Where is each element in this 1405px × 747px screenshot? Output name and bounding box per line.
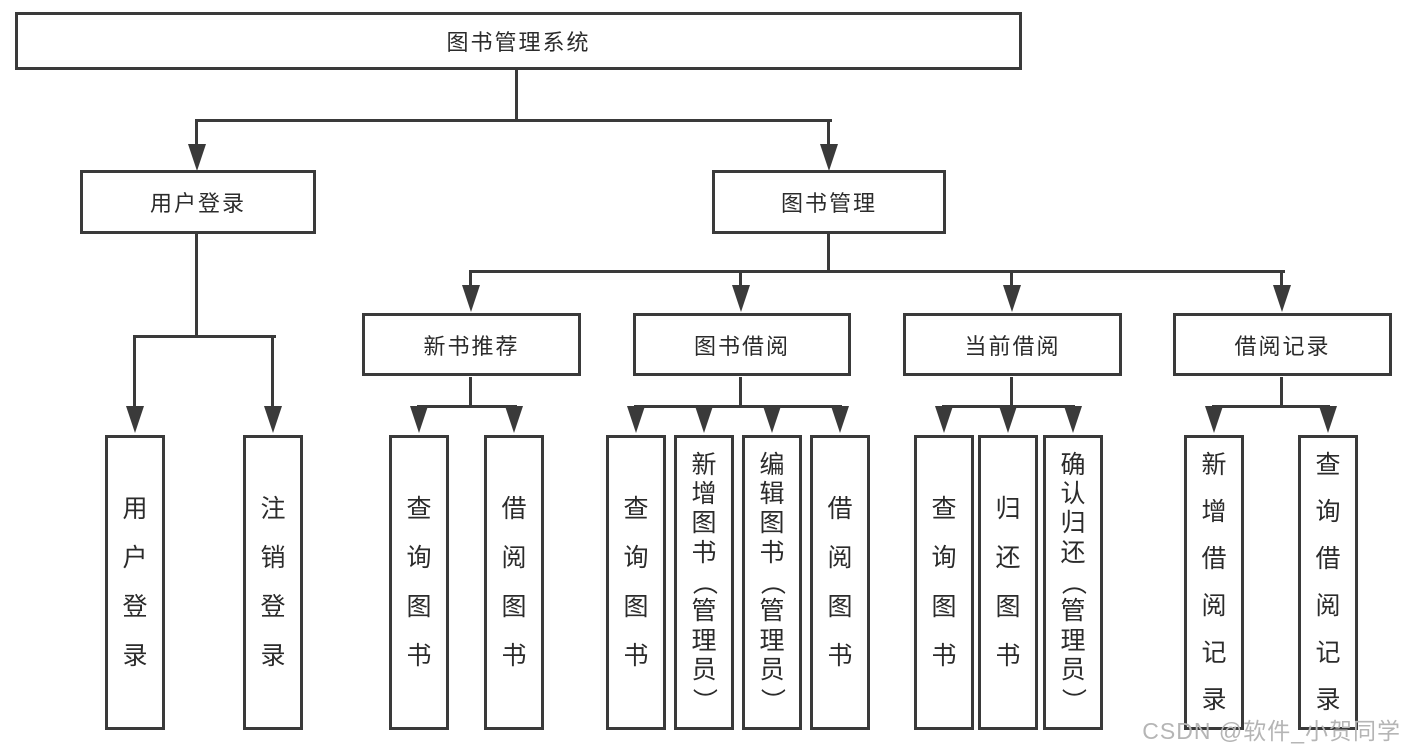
leaf-node-user-login: 用户登录 bbox=[105, 435, 165, 730]
arrowhead-down-icon bbox=[695, 406, 713, 433]
connector-line bbox=[1280, 377, 1283, 407]
connector-line bbox=[469, 270, 1285, 273]
connector-line bbox=[1212, 405, 1330, 408]
leaf-node-logout: 注销登录 bbox=[243, 435, 303, 730]
leaf-node-query-books-2: 查询图书 bbox=[606, 435, 666, 730]
connector-line bbox=[634, 405, 842, 408]
watermark: CSDN @软件_小贺同学 bbox=[1142, 718, 1401, 744]
connector-line bbox=[195, 119, 832, 122]
section-node-new-book-recommend: 新书推荐 bbox=[362, 313, 581, 376]
section-node-book-borrow: 图书借阅 bbox=[633, 313, 851, 376]
arrowhead-down-icon bbox=[1205, 406, 1223, 433]
arrowhead-down-icon bbox=[1064, 406, 1082, 433]
connector-line bbox=[195, 234, 198, 337]
connector-line bbox=[827, 234, 830, 272]
connector-line bbox=[515, 69, 518, 122]
leaf-node-add-borrow-record: 新增借阅记录 bbox=[1184, 435, 1244, 730]
arrowhead-down-icon bbox=[935, 406, 953, 433]
connector-line bbox=[469, 270, 472, 287]
section-node-current-borrow: 当前借阅 bbox=[903, 313, 1122, 376]
arrowhead-down-icon bbox=[627, 406, 645, 433]
arrowhead-down-icon bbox=[1003, 285, 1021, 312]
leaf-node-borrow-books-2: 借阅图书 bbox=[810, 435, 870, 730]
branch-node-book-mgmt: 图书管理 bbox=[712, 170, 946, 234]
connector-line bbox=[827, 119, 830, 147]
arrowhead-down-icon bbox=[505, 406, 523, 433]
arrowhead-down-icon bbox=[999, 406, 1017, 433]
leaf-node-add-book-admin: 新增图书（管理员） bbox=[674, 435, 734, 730]
connector-line bbox=[133, 335, 276, 338]
arrowhead-down-icon bbox=[820, 144, 838, 171]
connector-line bbox=[1280, 270, 1283, 287]
arrowhead-down-icon bbox=[126, 406, 144, 433]
arrowhead-down-icon bbox=[763, 406, 781, 433]
connector-line bbox=[469, 377, 472, 407]
arrowhead-down-icon bbox=[410, 406, 428, 433]
branch-node-user-login: 用户登录 bbox=[80, 170, 316, 234]
arrowhead-down-icon bbox=[1319, 406, 1337, 433]
root-node-library-system: 图书管理系统 bbox=[15, 12, 1022, 70]
leaf-node-edit-book-admin: 编辑图书（管理员） bbox=[742, 435, 802, 730]
leaf-node-query-books-3: 查询图书 bbox=[914, 435, 974, 730]
connector-line bbox=[133, 335, 136, 409]
leaf-node-query-borrow-record: 查询借阅记录 bbox=[1298, 435, 1358, 730]
leaf-node-borrow-books-1: 借阅图书 bbox=[484, 435, 544, 730]
connector-line bbox=[271, 335, 274, 409]
connector-line bbox=[1010, 377, 1013, 407]
arrowhead-down-icon bbox=[264, 406, 282, 433]
arrowhead-down-icon bbox=[831, 406, 849, 433]
arrowhead-down-icon bbox=[732, 285, 750, 312]
arrowhead-down-icon bbox=[188, 144, 206, 171]
connector-line bbox=[195, 119, 198, 147]
connector-line bbox=[1010, 270, 1013, 287]
section-node-borrow-records: 借阅记录 bbox=[1173, 313, 1392, 376]
arrowhead-down-icon bbox=[1273, 285, 1291, 312]
connector-line bbox=[739, 270, 742, 287]
arrowhead-down-icon bbox=[462, 285, 480, 312]
connector-line bbox=[417, 405, 517, 408]
leaf-node-return-book: 归还图书 bbox=[978, 435, 1038, 730]
leaf-node-confirm-return-admin: 确认归还（管理员） bbox=[1043, 435, 1103, 730]
leaf-node-query-books-1: 查询图书 bbox=[389, 435, 449, 730]
connector-line bbox=[739, 377, 742, 407]
